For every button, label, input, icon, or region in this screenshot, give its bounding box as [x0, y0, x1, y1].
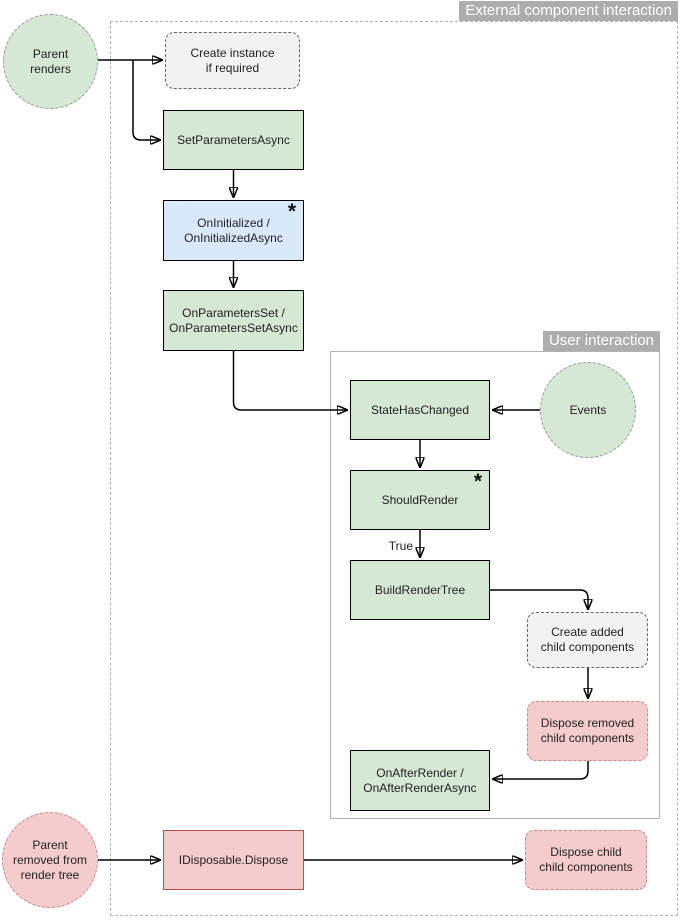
- node-idisposable-dispose-label: IDisposable.Dispose: [178, 852, 289, 867]
- node-parent-renders: Parent renders: [3, 14, 98, 109]
- node-state-has-changed: StateHasChanged: [350, 380, 490, 440]
- node-on-initialized: * OnInitialized / OnInitializedAsync: [163, 200, 304, 261]
- node-parent-removed: Parent removed from render tree: [2, 812, 98, 908]
- asterisk-icon: *: [473, 470, 482, 493]
- node-idisposable-dispose: IDisposable.Dispose: [163, 830, 304, 890]
- node-should-render: * ShouldRender: [350, 470, 490, 530]
- node-create-added-children: Create added child components: [527, 612, 648, 668]
- node-on-parameters-set: OnParametersSet / OnParametersSetAsync: [163, 290, 304, 351]
- node-on-after-render: OnAfterRender / OnAfterRenderAsync: [350, 750, 490, 811]
- node-set-parameters-async: SetParametersAsync: [163, 110, 304, 170]
- node-build-render-tree: BuildRenderTree: [350, 560, 490, 620]
- edge-label-true: True: [371, 539, 415, 553]
- node-events: Events: [540, 362, 636, 458]
- node-on-after-render-label: OnAfterRender / OnAfterRenderAsync: [363, 765, 477, 795]
- node-should-render-label: ShouldRender: [381, 492, 459, 507]
- node-dispose-removed-children: Dispose removed child components: [527, 701, 648, 761]
- node-parent-removed-label: Parent removed from render tree: [12, 837, 88, 882]
- node-state-has-changed-label: StateHasChanged: [370, 402, 470, 417]
- node-dispose-child-components-label: Dispose child child components: [539, 845, 633, 874]
- node-dispose-child-components: Dispose child child components: [525, 830, 647, 890]
- node-on-initialized-label: OnInitialized / OnInitializedAsync: [184, 215, 283, 245]
- asterisk-icon: *: [287, 200, 296, 223]
- node-set-parameters-async-label: SetParametersAsync: [177, 132, 290, 147]
- node-create-instance-label: Create instance if required: [190, 45, 275, 75]
- node-on-parameters-set-label: OnParametersSet / OnParametersSetAsync: [169, 305, 298, 335]
- node-events-label: Events: [569, 402, 607, 417]
- group-label-user-interaction: User interaction: [542, 331, 660, 351]
- node-create-added-children-label: Create added child components: [540, 625, 635, 654]
- node-build-render-tree-label: BuildRenderTree: [374, 582, 466, 597]
- node-dispose-removed-children-label: Dispose removed child components: [540, 716, 635, 745]
- group-external-component-interaction: [110, 21, 678, 916]
- group-label-external-component-interaction: External component interaction: [459, 1, 678, 21]
- node-create-instance: Create instance if required: [165, 32, 300, 89]
- node-parent-renders-label: Parent renders: [30, 46, 71, 76]
- group-user-interaction: [330, 351, 660, 819]
